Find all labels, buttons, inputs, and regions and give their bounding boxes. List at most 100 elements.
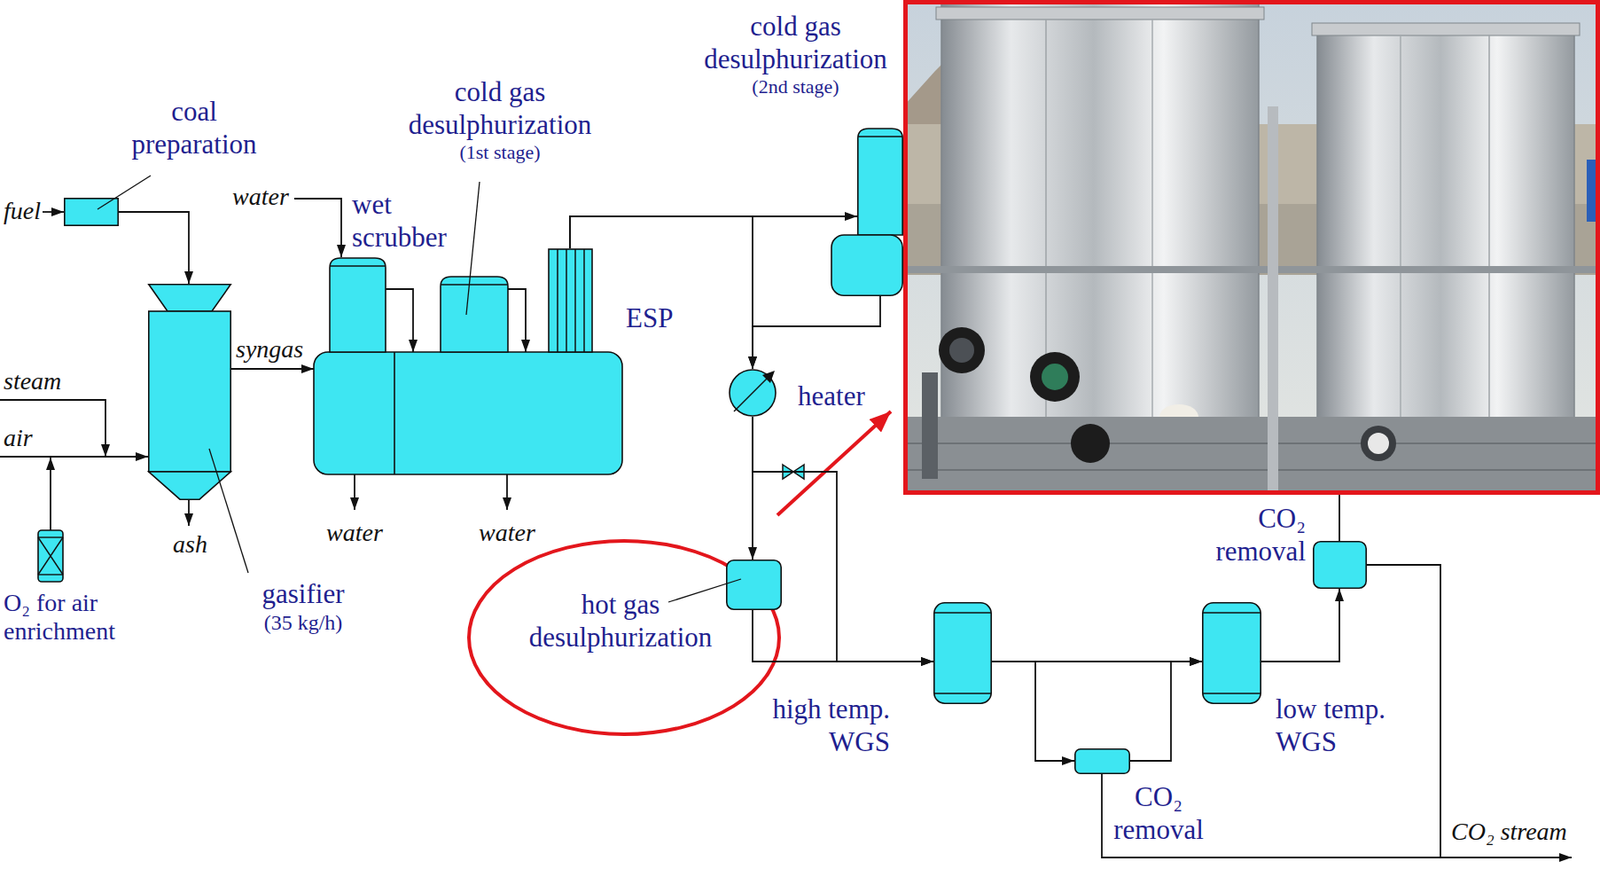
unit-detail	[329, 265, 386, 267]
oxygen-cylinder	[38, 536, 63, 538]
shift-reactor: high temp. WGS	[933, 601, 992, 704]
unit-detail	[583, 249, 586, 352]
unit-detail	[574, 249, 577, 352]
unit-label-group: cold gas desulphurization(1st stage)	[398, 75, 602, 165]
unit-label-group: low temp. WGS	[1275, 692, 1405, 758]
plant-photo	[903, 265, 1600, 274]
shift-reactor-shape	[933, 601, 992, 704]
feed-lines	[187, 499, 190, 526]
plant-photo	[1267, 106, 1279, 495]
removal-unit-shape	[1312, 540, 1367, 589]
desulphurization-column-shape	[413, 275, 508, 475]
gasifier-vessel-shape	[148, 284, 249, 573]
plant-photo	[1041, 363, 1069, 391]
plant-photo	[938, 327, 985, 374]
unit-label: ESP	[625, 301, 688, 335]
plant-photo	[1030, 351, 1080, 402]
flow-line	[752, 296, 881, 369]
unit-outline	[1202, 602, 1261, 703]
scrubber-tank	[313, 351, 623, 475]
plant-photo	[903, 0, 1600, 495]
flow-line	[118, 211, 189, 284]
unit-outline	[64, 198, 118, 226]
unit-label-group: CO₂ removal	[1203, 501, 1306, 568]
leader-line	[97, 175, 151, 210]
unit-detail	[934, 692, 992, 695]
stream-label: air	[3, 423, 40, 453]
plant-photo	[949, 337, 975, 363]
desulphurization-column-shape	[857, 127, 904, 297]
plant-photo	[1070, 423, 1110, 463]
desulphurization-reactor: hot gas desulphurization	[725, 559, 782, 610]
unit-outline	[148, 311, 231, 472]
unit-outline	[548, 249, 593, 352]
unit-detail	[1202, 611, 1261, 614]
process-box-shape	[63, 197, 119, 227]
process-box: coal preparation	[63, 197, 119, 227]
feed-lines	[0, 399, 106, 457]
shift-reactor-shape	[1202, 602, 1261, 703]
flow-line	[385, 288, 414, 352]
unit-detail	[556, 249, 559, 352]
unit-label: low temp. WGS	[1275, 692, 1405, 758]
unit-detail	[858, 135, 903, 138]
desulphurization-column-shape	[440, 181, 508, 352]
unit-outline	[1075, 749, 1130, 773]
unit-outline	[726, 560, 781, 609]
flow-line	[752, 416, 934, 662]
flow-line	[569, 216, 858, 249]
process-box-shape	[64, 175, 151, 226]
leader-line	[209, 448, 249, 573]
flow-line	[1261, 588, 1340, 662]
unit-label: CO₂ removal	[1203, 501, 1306, 568]
flow-line	[1130, 661, 1202, 761]
stream-label: syngas	[234, 335, 305, 364]
heater-symbol: heater	[728, 368, 777, 417]
plant-photo	[921, 372, 938, 479]
unit-outline	[148, 471, 231, 500]
removal-unit: CO₂ removal	[1312, 540, 1367, 589]
plant-photo	[1360, 425, 1397, 461]
scrubber-tank	[393, 351, 396, 475]
removal-unit-shape	[1313, 541, 1366, 588]
feed-lines	[0, 455, 149, 458]
scrubber-tank	[313, 351, 623, 475]
plant-photo	[1399, 35, 1402, 480]
leader-line	[466, 181, 480, 315]
unit-label-group: heater	[797, 379, 887, 413]
stream-label: fuel	[3, 196, 57, 226]
shift-reactor-shape	[1201, 601, 1262, 704]
unit-outline	[148, 284, 231, 312]
esp-unit: ESP	[525, 248, 623, 475]
unit-outline	[329, 257, 386, 352]
unit-sublabel: (35 kg/h)	[245, 609, 361, 636]
feed-lines	[1338, 494, 1341, 541]
esp-unit-shape	[548, 249, 593, 352]
feed-lines	[506, 474, 508, 510]
unit-label: CO₂ removal	[1109, 780, 1208, 846]
plant-photo	[1488, 35, 1491, 480]
gasifier-vessel: gasifier(35 kg/h)	[148, 283, 232, 500]
oxygen-cylinder	[38, 537, 63, 575]
unit-label: gasifier	[245, 577, 361, 610]
flow-line	[991, 661, 1075, 761]
heater-arrow	[762, 370, 775, 383]
stream-label: water	[319, 518, 391, 547]
unit-detail	[565, 249, 568, 352]
unit-outline	[858, 128, 903, 235]
plant-photo	[1151, 19, 1154, 479]
photo-frame	[905, 2, 1599, 493]
stream-label: CO₂ stream	[1451, 817, 1585, 846]
desulphurization-reactor-shape	[668, 560, 781, 609]
unit-outline	[934, 602, 992, 703]
gasifier-vessel-shape	[148, 283, 232, 500]
shift-reactor: low temp. WGS	[1201, 601, 1262, 704]
unit-sublabel: (1st stage)	[398, 140, 602, 164]
oxygen-cylinder	[38, 530, 63, 582]
desulphurization-column: cold gas desulphurization(2nd stage)	[857, 127, 904, 297]
unit-outline	[440, 276, 508, 352]
unit-detail	[440, 283, 508, 286]
unit-label-group: gasifier(35 kg/h)	[245, 577, 361, 636]
flow-line	[507, 288, 526, 352]
